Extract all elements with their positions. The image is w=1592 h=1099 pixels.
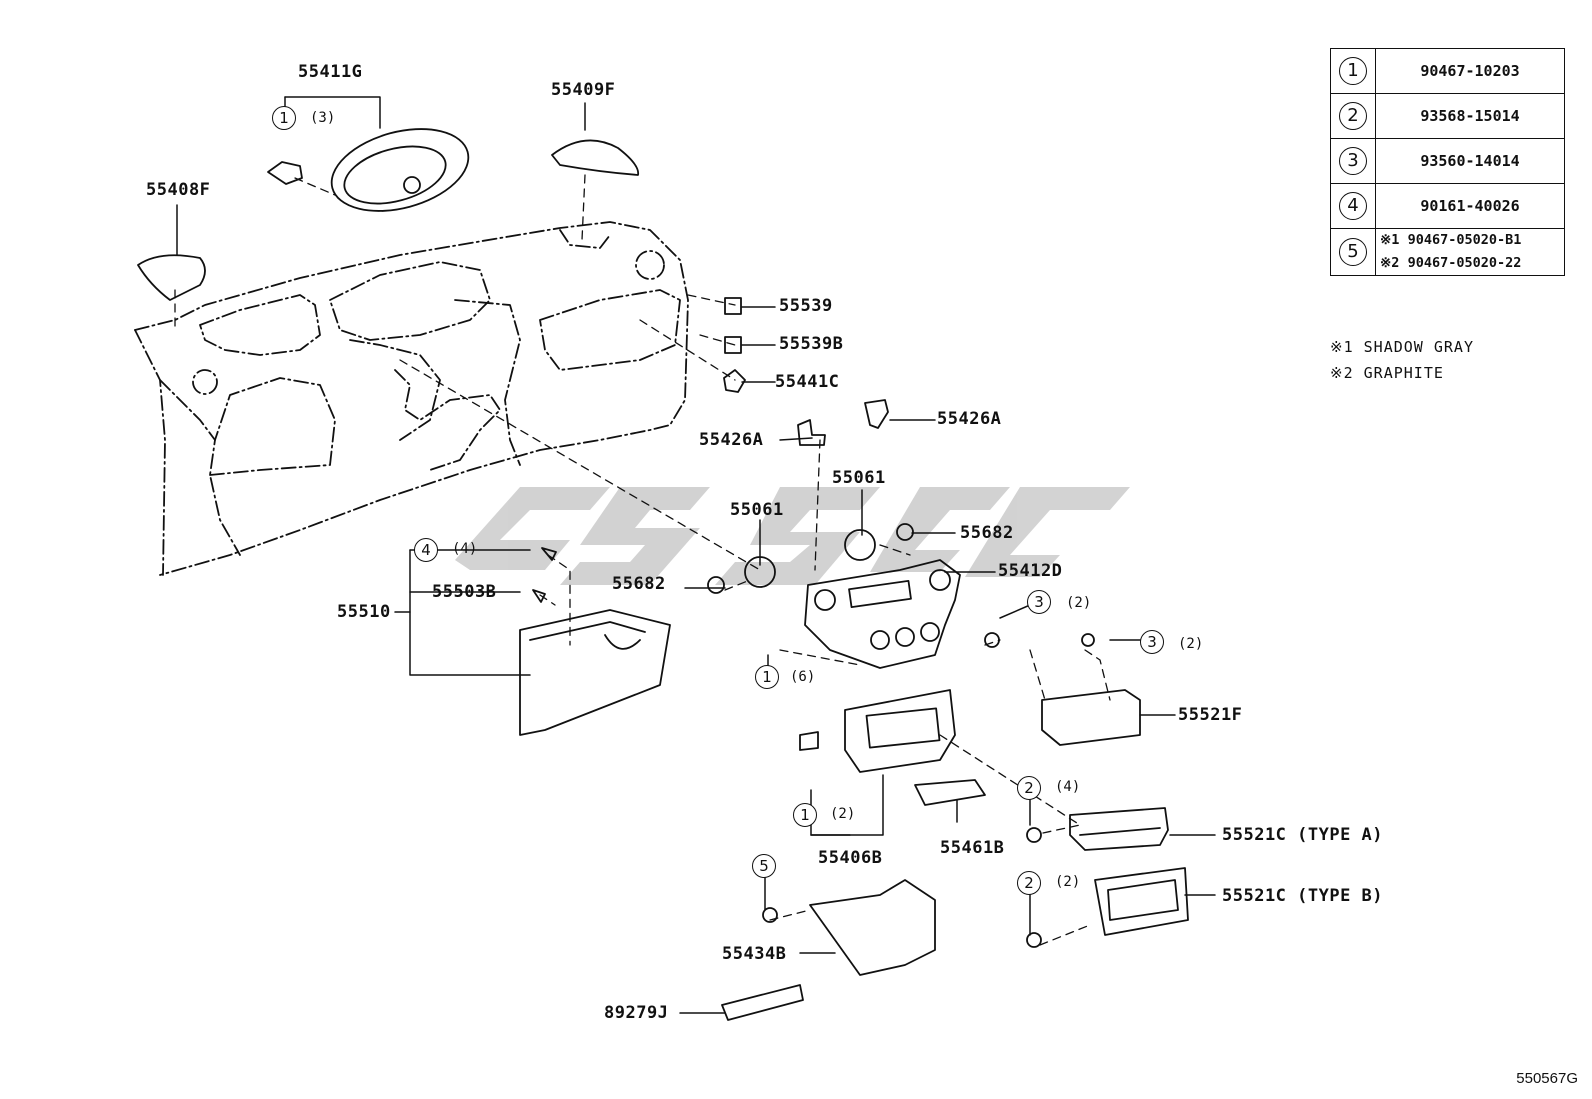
label-55503B: 55503B xyxy=(432,582,497,602)
legend-key: 4 xyxy=(1339,192,1367,220)
label-55510: 55510 xyxy=(337,602,391,622)
label-55461B: 55461B xyxy=(940,838,1005,858)
legend-variant-1: ※1 90467-05020-B1 xyxy=(1380,232,1522,248)
label-55408F: 55408F xyxy=(146,180,211,200)
callout-circle-3: 3 xyxy=(1027,590,1051,614)
label-55061-left: 55061 xyxy=(730,500,784,520)
legend-row: 4 90161-40026 xyxy=(1330,183,1565,229)
legend-row: 3 93560-14014 xyxy=(1330,138,1565,184)
label-55434B: 55434B xyxy=(722,944,787,964)
label-55521C-type-b: 55521C (TYPE B) xyxy=(1222,886,1384,906)
callout-qty: (4) xyxy=(1055,779,1081,795)
callout-qty: (3) xyxy=(310,110,336,126)
part-55411G-meter-hood xyxy=(330,128,470,212)
part-89279J-strip xyxy=(721,984,804,1021)
callout-qty: (2) xyxy=(1066,595,1092,611)
legend-row: 1 90467-10203 xyxy=(1330,48,1565,94)
label-55521C-type-a: 55521C (TYPE A) xyxy=(1222,825,1384,845)
label-55411G: 55411G xyxy=(298,62,363,82)
callout-circle-2: 2 xyxy=(1017,871,1041,895)
label-55409F: 55409F xyxy=(551,80,616,100)
label-55412D: 55412D xyxy=(998,561,1063,581)
legend-key: 3 xyxy=(1339,147,1367,175)
part-clip-1 xyxy=(267,161,303,185)
part-55406B-cluster-finish xyxy=(799,689,956,773)
callout-circle-3: 3 xyxy=(1140,630,1164,654)
diagram-id: 550567G xyxy=(1516,1070,1578,1087)
legend-row: 5 ※1 90467-05020-B1 ※2 90467-05020-22 xyxy=(1330,228,1565,276)
label-55426A-left: 55426A xyxy=(699,430,764,450)
label-55521F: 55521F xyxy=(1178,705,1243,725)
callout-circle-4: 4 xyxy=(414,538,438,562)
legend-part-number: ※1 90467-05020-B1 ※2 90467-05020-22 xyxy=(1375,228,1565,276)
callout-qty: (4) xyxy=(452,541,478,557)
legend-row: 2 93568-15014 xyxy=(1330,93,1565,139)
legend-part-number: 93568-15014 xyxy=(1375,93,1565,139)
callout-circle-5: 5 xyxy=(752,854,776,878)
part-55461B-tray xyxy=(914,779,986,806)
part-55408F-cover xyxy=(137,254,206,301)
label-55539B: 55539B xyxy=(779,334,844,354)
part-55061-knobs xyxy=(744,529,876,588)
part-55521C-type-a xyxy=(1069,807,1169,851)
legend-part-number: 90467-10203 xyxy=(1375,48,1565,94)
label-55426A-right: 55426A xyxy=(937,409,1002,429)
part-55682-caps xyxy=(707,523,914,594)
legend-key: 5 xyxy=(1339,238,1367,266)
callout-qty: (2) xyxy=(830,806,856,822)
part-55434B-cover xyxy=(809,879,936,976)
callout-circle-1: 1 xyxy=(793,803,817,827)
color-note-1: ※1 SHADOW GRAY xyxy=(1330,338,1474,356)
part-55412D-center-panel xyxy=(804,559,961,669)
label-55441C: 55441C xyxy=(775,372,840,392)
label-55682-left: 55682 xyxy=(612,574,666,594)
part-screws xyxy=(532,547,1095,948)
part-55409F-cover xyxy=(551,139,640,176)
part-55521F-box xyxy=(1041,689,1141,746)
legend-key: 1 xyxy=(1339,57,1367,85)
label-55406B: 55406B xyxy=(818,848,883,868)
fastener-legend-table: 1 90467-10203 2 93568-15014 3 93560-1401… xyxy=(1330,48,1565,276)
label-55682-right: 55682 xyxy=(960,523,1014,543)
callout-circle-1: 1 xyxy=(755,665,779,689)
callout-circle-2: 2 xyxy=(1017,776,1041,800)
color-note-2: ※2 GRAPHITE xyxy=(1330,364,1444,382)
part-bracket-55426A xyxy=(797,399,889,446)
part-clips-55539 xyxy=(723,297,746,393)
label-55061-right: 55061 xyxy=(832,468,886,488)
legend-key: 2 xyxy=(1339,102,1367,130)
legend-variant-2: ※2 90467-05020-22 xyxy=(1380,255,1522,271)
leader-lines xyxy=(174,174,1111,946)
instrument-panel xyxy=(134,221,689,576)
legend-part-number: 90161-40026 xyxy=(1375,183,1565,229)
part-55510-glove-box xyxy=(519,609,671,736)
callout-qty: (2) xyxy=(1178,636,1204,652)
legend-part-number: 93560-14014 xyxy=(1375,138,1565,184)
label-89279J: 89279J xyxy=(604,1003,669,1023)
label-55539: 55539 xyxy=(779,296,833,316)
callout-circle-1: 1 xyxy=(272,106,296,130)
callout-qty: (6) xyxy=(790,669,816,685)
part-55521C-type-b xyxy=(1094,867,1189,936)
callout-qty: (2) xyxy=(1055,874,1081,890)
